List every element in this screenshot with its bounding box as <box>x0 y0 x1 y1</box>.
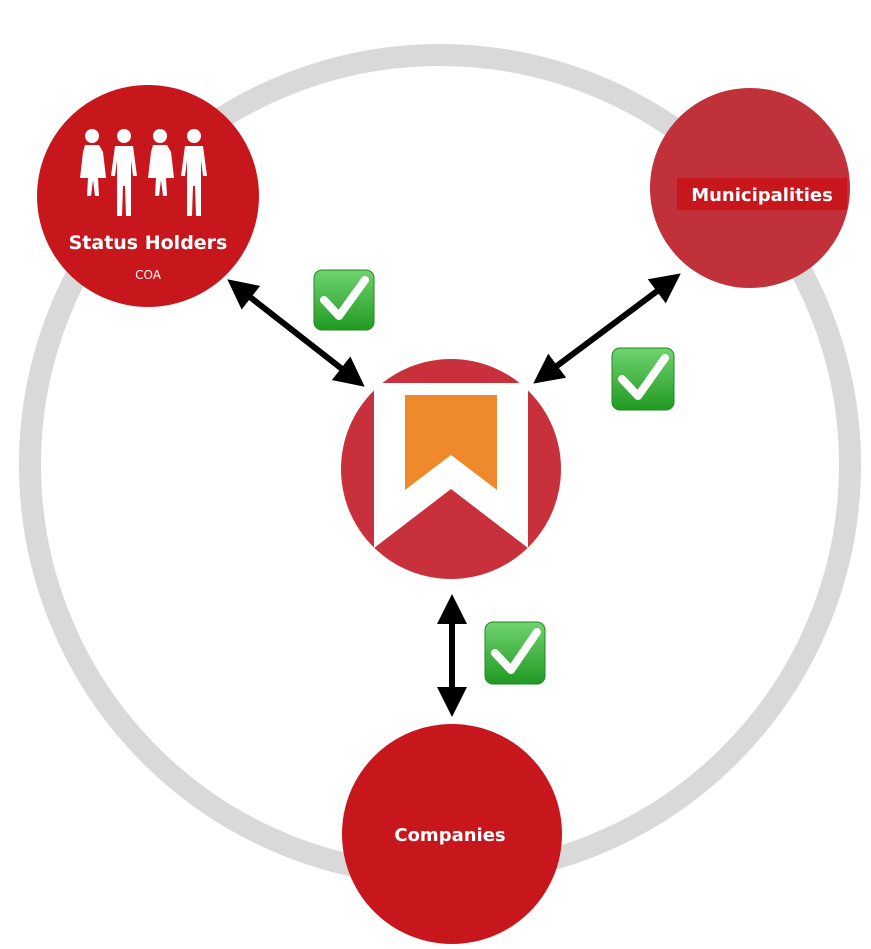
checkmark-icon <box>618 354 669 400</box>
node-municipalities: Municipalities <box>650 88 850 288</box>
people-group-icon <box>80 129 207 216</box>
status-holders-label: Status Holders <box>69 232 228 254</box>
companies-label: Companies <box>394 825 505 846</box>
arrow-municipalities-center <box>533 273 681 384</box>
checkmark-icon <box>491 628 541 674</box>
node-status-holders: Status Holders COA <box>37 85 259 307</box>
check-badge-companies <box>484 621 546 685</box>
municipalities-label-box <box>677 178 847 210</box>
node-companies: Companies <box>342 724 562 944</box>
node-companies-circle <box>342 724 562 944</box>
municipalities-label: Municipalities <box>691 185 833 206</box>
center-node <box>341 359 561 579</box>
check-badge-municipalities <box>611 347 675 411</box>
checkmark-icon <box>320 276 369 320</box>
status-holders-sublabel: COA <box>135 268 162 282</box>
arrow-status-holders-center <box>227 279 365 387</box>
check-badge-status-holders <box>313 269 375 331</box>
